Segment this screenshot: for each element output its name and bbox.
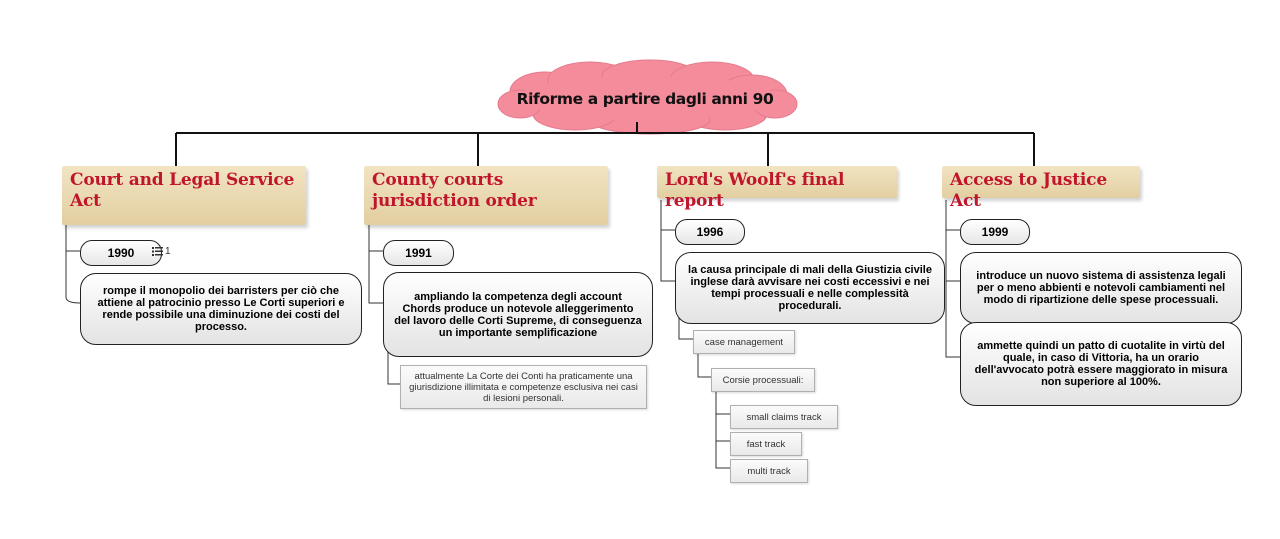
root-title[interactable]: Riforme a partire dagli anni 90 <box>516 90 774 108</box>
year-pill-1996[interactable]: 1996 <box>675 219 745 245</box>
description-box[interactable]: introduce un nuovo sistema di assistenza… <box>960 252 1242 324</box>
subnote-box[interactable]: attualmente La Corte dei Conti ha pratic… <box>400 365 647 409</box>
track-fast[interactable]: fast track <box>730 432 802 456</box>
description-box[interactable]: la causa principale di mali della Giusti… <box>675 252 945 324</box>
note-count: 1 <box>165 246 171 257</box>
year-pill-1999[interactable]: 1999 <box>960 219 1030 245</box>
note-badge[interactable]: 1 <box>152 245 176 258</box>
case-management-note[interactable]: case management <box>693 330 795 354</box>
description-box[interactable]: ampliando la competenza degli account Ch… <box>383 272 653 357</box>
year-pill-1990[interactable]: 1990 <box>80 240 162 266</box>
topic-court-legal-service-act[interactable]: Court and Legal Service Act <box>62 166 306 225</box>
description-box[interactable]: rompe il monopolio dei barristers per ci… <box>80 273 362 345</box>
topic-lords-woolfs-final-report[interactable]: Lord's Woolf's final report <box>657 166 897 211</box>
topic-access-to-justice-act[interactable]: Access to Justice Act <box>942 166 1140 211</box>
root-cloud <box>497 59 798 135</box>
track-small-claims[interactable]: small claims track <box>730 405 838 429</box>
topic-county-courts-jurisdiction-order[interactable]: County courts jurisdiction order <box>364 166 608 225</box>
year-pill-1991[interactable]: 1991 <box>383 240 454 266</box>
list-icon <box>152 247 163 256</box>
corsie-processuali-note[interactable]: Corsie processuali: <box>711 368 815 392</box>
description-box[interactable]: ammette quindi un patto di cuotalite in … <box>960 322 1242 406</box>
track-multi[interactable]: multi track <box>730 459 808 483</box>
